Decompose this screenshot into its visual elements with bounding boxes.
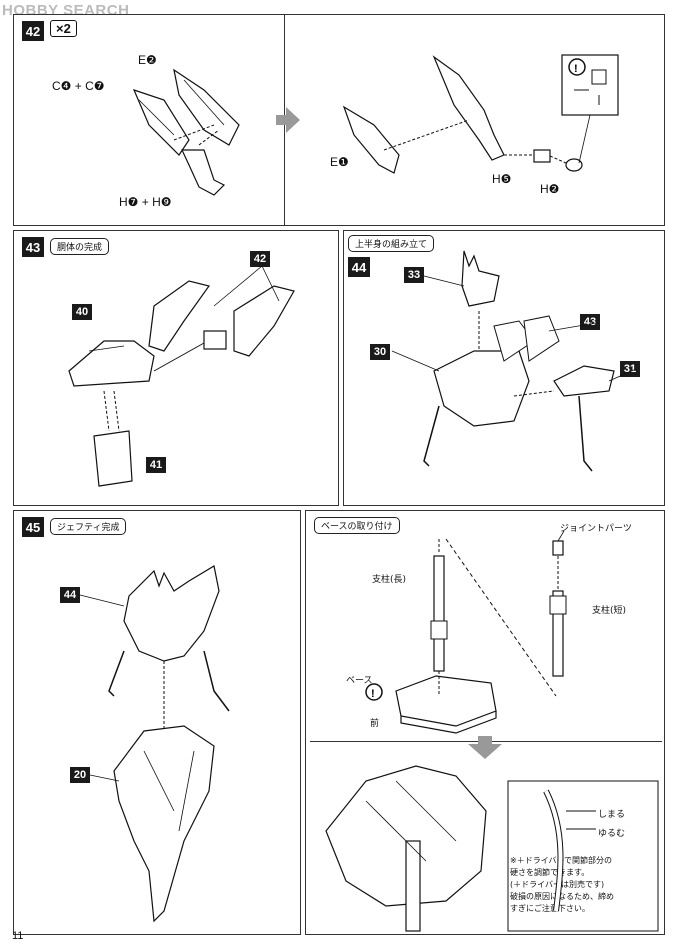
part-badge-40: 40 — [72, 304, 92, 320]
step-42-illustration: ! — [132, 54, 619, 196]
label-h2: H❷ — [540, 182, 560, 196]
step-caption: ジェフティ完成 — [50, 518, 127, 535]
base-label: ベース — [346, 676, 373, 686]
part-badge-33: 33 — [404, 267, 424, 283]
panel-step-45: 45 ジェフティ完成 44 20 — [13, 510, 301, 935]
joint-parts-label: ジョイントパーツ — [560, 524, 632, 534]
tighten-label: しまる — [598, 810, 626, 820]
label-h7-h9: H❼ + H❾ — [119, 195, 172, 209]
part-badge-20: 20 — [70, 767, 90, 783]
note-line-2: 硬さを調節できます。 — [510, 868, 590, 877]
step-number: 43 — [22, 237, 44, 257]
base-illustration: ! — [325, 530, 659, 932]
step-number: 45 — [22, 517, 44, 537]
label-c4-c7: C❹ + C❼ — [52, 79, 105, 93]
step-number: 44 — [348, 257, 370, 277]
step-44-illustration — [391, 250, 637, 472]
part-badge-44: 44 — [60, 587, 80, 603]
svg-text:!: ! — [574, 63, 578, 75]
label-e1: E❶ — [330, 155, 349, 169]
part-badge-31: 31 — [620, 361, 640, 377]
pillar-long-label: 支柱(長) — [372, 575, 407, 585]
part-badge-41: 41 — [146, 457, 166, 473]
step-caption: 胴体の完成 — [50, 238, 110, 255]
pillar-short-label: 支柱(短) — [592, 606, 627, 616]
label-e2: E❷ — [138, 53, 157, 67]
part-badge-30: 30 — [370, 344, 390, 360]
step-caption: 上半身の組み立て — [348, 235, 435, 252]
part-badge-43: 43 — [580, 314, 600, 330]
step-43-illustration — [68, 265, 295, 487]
step-caption: ベースの取り付け — [314, 517, 400, 534]
svg-text:!: ! — [371, 688, 375, 700]
note-line-5: すぎにご注意下さい。 — [510, 904, 590, 913]
note-line-4: 破損の原因になるため、締め — [510, 892, 614, 901]
loosen-label: ゆるむ — [598, 829, 626, 839]
part-badge-42: 42 — [250, 251, 270, 267]
panel-step-44: 上半身の組み立て 44 33 43 30 31 — [343, 230, 665, 506]
panel-step-42: 42 ×2 E❷ C❹ + C❼ H❼ + H❾ E❶ H❺ H❷ 下 ! — [13, 14, 665, 226]
label-h5: H❺ — [492, 172, 512, 186]
step-45-illustration — [79, 565, 230, 923]
step-number: 42 — [22, 21, 44, 41]
multiplier-badge: ×2 — [50, 20, 77, 37]
page-number: 11 — [12, 930, 24, 942]
panel-step-43: 43 胴体の完成 42 40 41 — [13, 230, 339, 506]
front-label: 前 — [370, 719, 380, 729]
panel-base: ベースの取り付け ジョイントパーツ 支柱(長) 支柱(短) ベース 前 しまる … — [305, 510, 665, 935]
